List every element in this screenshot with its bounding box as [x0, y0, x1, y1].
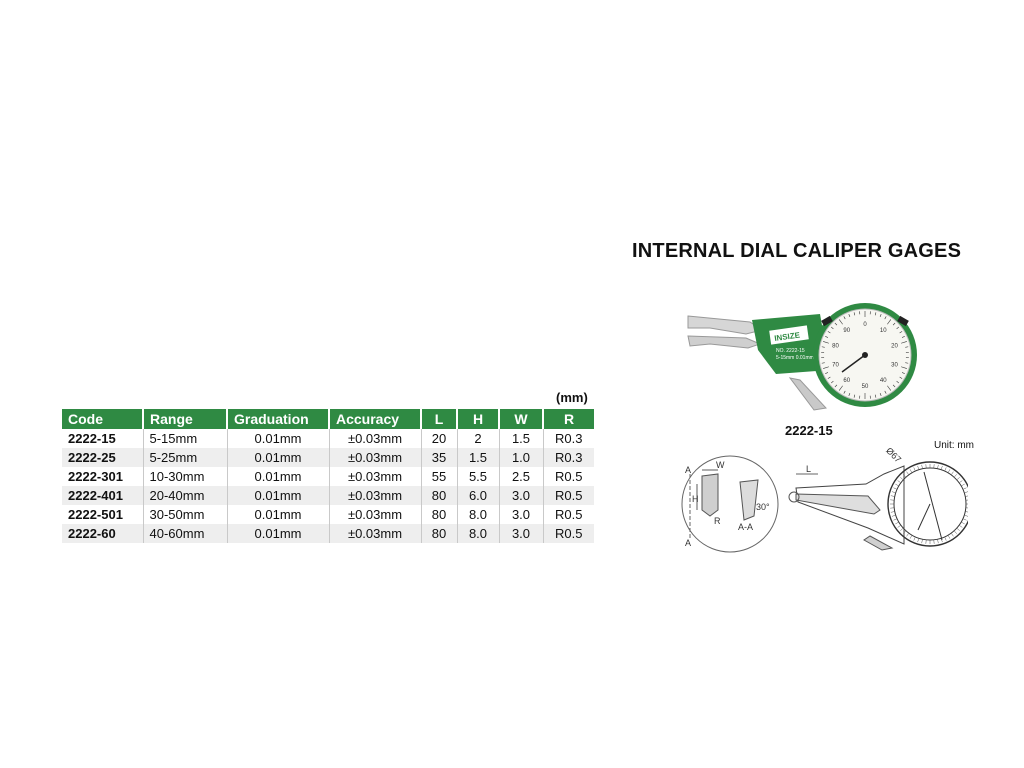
- dial-ticks: [821, 311, 909, 399]
- dial-number: 0: [863, 322, 867, 328]
- cell-accuracy: ±0.03mm: [329, 429, 422, 448]
- label-w: W: [716, 460, 725, 470]
- cell-w: 1.5: [499, 429, 544, 448]
- cell-graduation: 0.01mm: [227, 429, 330, 448]
- cell-r: R0.5: [555, 507, 583, 522]
- label-a-bottom: A: [685, 538, 691, 548]
- dial-numbers: 0 10 20 30 40 50 60 70 80 90: [832, 322, 898, 390]
- cell-r: R0.5: [555, 469, 583, 484]
- cell-h: 8.0: [457, 505, 500, 524]
- cell-r: R0.5: [543, 486, 594, 505]
- table-header-row: Code Range Graduation Accuracy L H W R: [62, 409, 594, 429]
- label-r: R: [714, 516, 721, 526]
- cell-range: 40-60mm: [143, 524, 228, 543]
- header-r: R: [543, 409, 594, 429]
- cell-l: 55: [421, 467, 458, 486]
- label-a-top: A: [685, 465, 691, 475]
- dial-number: 10: [880, 328, 887, 334]
- table-row: 2222-501 30-50mm 0.01mm ±0.03mm 80 8.0 3…: [62, 505, 594, 524]
- cell-r: R0.3: [543, 448, 594, 467]
- table-row: 2222-401 20-40mm 0.01mm ±0.03mm 80 6.0 3…: [62, 486, 594, 505]
- cell-l: 20: [421, 429, 458, 448]
- brand-logo: INSIZE: [774, 330, 801, 343]
- technical-diagram: A A W H R 30° A-A L Ø67: [681, 446, 968, 553]
- dial-number: 30: [891, 363, 898, 369]
- cell-code: 2222-15: [62, 429, 144, 448]
- dial-number: 80: [832, 343, 839, 349]
- dial-number: 90: [843, 328, 850, 334]
- cell-code: 2222-401: [62, 486, 144, 505]
- header-code: Code: [62, 409, 144, 429]
- cell-w: 3.0: [499, 505, 544, 524]
- product-illustration: INSIZE NO. 2222-15 5-15mm 0.01mm 0 10 20 30…: [687, 303, 917, 411]
- cell-graduation: 0.01mm: [227, 448, 330, 467]
- header-w: W: [499, 409, 544, 429]
- diagram-dial-ticks: [890, 464, 968, 544]
- dial-number: 70: [832, 363, 839, 369]
- cell-l: 80: [421, 505, 458, 524]
- dial-number: 20: [891, 343, 898, 349]
- cell-accuracy: ±0.03mm: [329, 467, 422, 486]
- cell-range: 5-25mm: [143, 448, 228, 467]
- table-row: 2222-15 5-15mm 0.01mm ±0.03mm 20 2 1.5 R…: [62, 429, 594, 448]
- unit-note: (mm): [556, 390, 588, 405]
- cell-graduation: 0.01mm: [227, 524, 330, 543]
- page-title: INTERNAL DIAL CALIPER GAGES: [632, 240, 962, 262]
- cell-w: 1.0: [499, 448, 544, 467]
- dial-number: 40: [880, 378, 887, 384]
- label-h: H: [692, 494, 699, 504]
- face-range-text: 5-15mm 0.01mm: [776, 355, 814, 361]
- cell-accuracy: ±0.03mm: [329, 524, 422, 543]
- header-l: L: [421, 409, 458, 429]
- table-row: 2222-301 10-30mm 0.01mm ±0.03mm 55 5.5 2…: [62, 467, 594, 486]
- cell-h: 2: [457, 429, 500, 448]
- cell-h: 8.0: [457, 524, 500, 543]
- header-graduation: Graduation: [227, 409, 330, 429]
- cell-h: 5.5: [457, 467, 500, 486]
- cell-accuracy: ±0.03mm: [329, 448, 422, 467]
- cell-h: 1.5: [457, 448, 500, 467]
- dial-number: 60: [843, 378, 850, 384]
- cell-code: 2222-60: [62, 524, 144, 543]
- cell-code: 2222-25: [62, 448, 144, 467]
- label-diameter: Ø67: [884, 446, 903, 465]
- cell-range: 5-15mm: [143, 429, 228, 448]
- cell-r: R0.3: [555, 431, 583, 446]
- cell-graduation: 0.01mm: [227, 467, 330, 486]
- spec-table: Code Range Graduation Accuracy L H W R 2…: [62, 409, 594, 543]
- cell-l: 80: [421, 524, 458, 543]
- cell-w: 3.0: [499, 524, 544, 543]
- cell-l: 35: [421, 448, 458, 467]
- header-range: Range: [143, 409, 228, 429]
- cell-range: 30-50mm: [143, 505, 228, 524]
- label-section: A-A: [738, 522, 753, 532]
- table-row: 2222-60 40-60mm 0.01mm ±0.03mm 80 8.0 3.…: [62, 524, 594, 543]
- label-l: L: [806, 464, 811, 474]
- cell-w: 3.0: [499, 486, 544, 505]
- cell-w: 2.5: [499, 467, 544, 486]
- face-model-text: NO. 2222-15: [776, 348, 805, 354]
- header-h: H: [457, 409, 500, 429]
- cell-accuracy: ±0.03mm: [329, 486, 422, 505]
- cell-l: 80: [421, 486, 458, 505]
- model-label: 2222-15: [785, 423, 833, 438]
- cell-code: 2222-301: [62, 467, 144, 486]
- cell-h: 6.0: [457, 486, 500, 505]
- cell-range: 20-40mm: [143, 486, 228, 505]
- cell-accuracy: ±0.03mm: [329, 505, 422, 524]
- unit-label: Unit: mm: [934, 440, 974, 451]
- cell-range: 10-30mm: [143, 467, 228, 486]
- cell-code: 2222-501: [62, 505, 144, 524]
- cell-r: R0.5: [543, 524, 594, 543]
- header-accuracy: Accuracy: [329, 409, 422, 429]
- cell-graduation: 0.01mm: [227, 486, 330, 505]
- label-angle: 30°: [756, 502, 770, 512]
- cell-graduation: 0.01mm: [227, 505, 330, 524]
- table-row: 2222-25 5-25mm 0.01mm ±0.03mm 35 1.5 1.0…: [62, 448, 594, 467]
- dial-number: 50: [862, 384, 869, 390]
